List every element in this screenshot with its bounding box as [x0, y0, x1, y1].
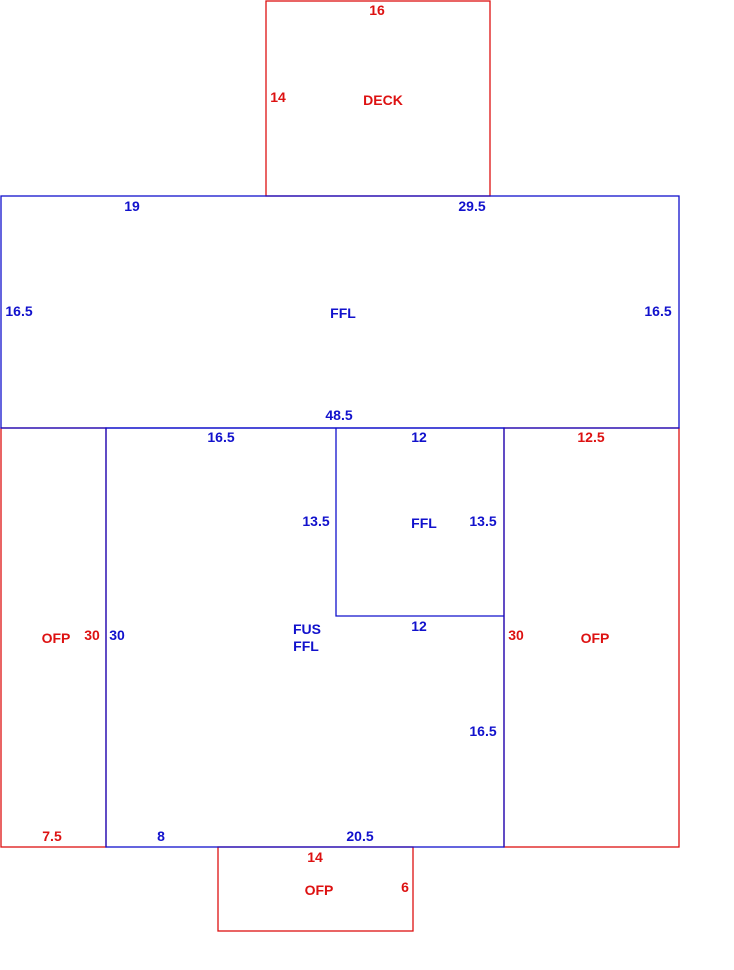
blue-outlines: [0, 195, 680, 848]
deck-left-dimension: 14: [270, 89, 286, 105]
red-outlines: [0, 0, 680, 932]
upper-ffl-top-right-dimension: 29.5: [458, 198, 485, 214]
bottom-ofp-top-dimension: 14: [307, 849, 323, 865]
right-ofp-label: OFP: [581, 630, 610, 646]
deck-top-dimension: 16: [369, 2, 385, 18]
inner-ffl-bottom-dimension: 12: [411, 618, 427, 634]
upper-ffl-top-left-dimension: 19: [124, 198, 140, 214]
main-lower-right-dimension: 16.5: [469, 723, 496, 739]
right-ofp-top-dimension: 12.5: [577, 429, 604, 445]
main-inner-left-dimension: 13.5: [302, 513, 329, 529]
left-ofp-bottom-dimension: 7.5: [42, 828, 62, 844]
inner-ffl-right-dimension: 13.5: [469, 513, 496, 529]
left-ofp-side-dimension: 30: [84, 627, 100, 643]
main-fus-label: FUS: [293, 621, 321, 637]
inner-ffl-outline: [335, 428, 504, 617]
main-ffl-label: FFL: [293, 638, 319, 654]
left-ofp-label: OFP: [42, 630, 71, 646]
inner-ffl-top-dimension: 12: [411, 429, 427, 445]
main-left-dimension: 30: [109, 627, 125, 643]
main-top-left-dimension: 16.5: [207, 429, 234, 445]
main-bottom-left-dimension: 8: [157, 828, 165, 844]
deck-label: DECK: [363, 92, 403, 108]
upper-ffl-right-dimension: 16.5: [644, 303, 671, 319]
main-bottom-right-dimension: 20.5: [346, 828, 373, 844]
main-fus-outline: [105, 427, 505, 848]
upper-ffl-label: FFL: [330, 305, 356, 321]
upper-ffl-left-dimension: 16.5: [5, 303, 32, 319]
bottom-ofp-label: OFP: [305, 882, 334, 898]
right-ofp-side-dimension: 30: [508, 627, 524, 643]
upper-ffl-bottom-dimension: 48.5: [325, 407, 352, 423]
inner-ffl-label: FFL: [411, 515, 437, 531]
bottom-ofp-right-dimension: 6: [401, 879, 409, 895]
